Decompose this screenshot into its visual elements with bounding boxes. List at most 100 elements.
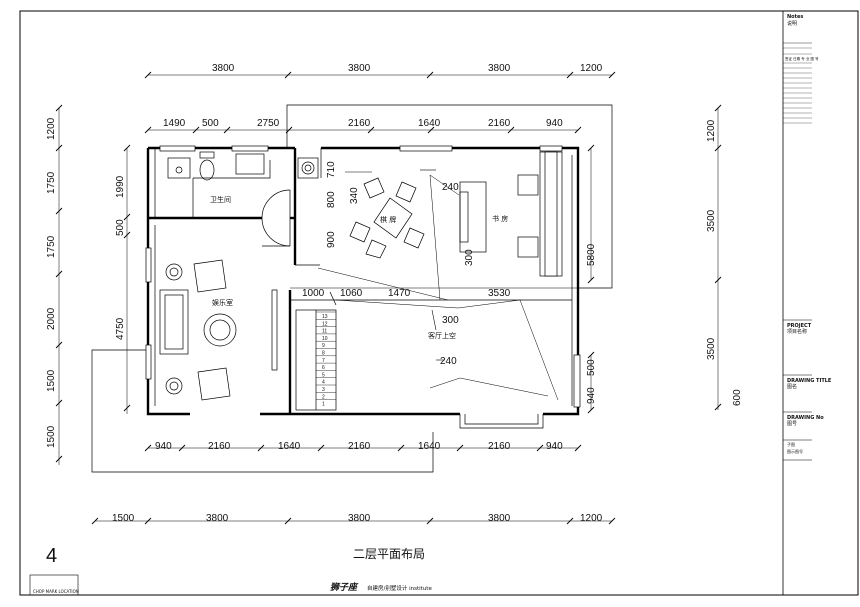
leaders (345, 169, 444, 361)
drawing-no-cn: 图号 (787, 421, 797, 427)
dim-bottom-outer-1: 1500 (112, 513, 135, 524)
dim-int-300-a: 300 (464, 249, 475, 266)
dim-left-outer-4: 2000 (46, 307, 57, 330)
dim-top-outer-4: 1200 (580, 63, 603, 74)
dim-top-inner-1: 1490 (163, 118, 186, 129)
stair-step-label: 7 (322, 358, 325, 364)
dim-left-outer-3: 1750 (46, 235, 57, 258)
dim-top-inner-2: 500 (202, 118, 219, 129)
doors (261, 189, 291, 247)
dim-bottom-outer-5: 1200 (580, 513, 603, 524)
dim-top-outer-1: 3800 (212, 63, 235, 74)
drawing-title-cn: 图名 (787, 383, 797, 390)
dim-right-outer-4: 600 (732, 389, 743, 406)
stair-step-label: 1 (322, 402, 325, 408)
dim-right-inner-3: 940 (586, 387, 597, 404)
brand-logo: 狮子座 (330, 582, 359, 593)
stair-step-label: 2 (322, 394, 325, 400)
dim-top-inner-3: 2750 (257, 118, 280, 129)
dim-right-inner-2: 500 (586, 359, 597, 376)
stair-step-label: 5 (322, 372, 325, 378)
dimension-lines (58, 74, 719, 522)
stair-step-label: 13 (322, 314, 328, 320)
sheet-border (19, 10, 859, 596)
lounge-furniture (159, 259, 237, 401)
room-label-bathroom: 卫生间 (210, 195, 231, 204)
dim-top-inner-5: 1640 (418, 118, 441, 129)
dim-right-outer-2: 3500 (706, 209, 717, 232)
dim-bottom-outer-4: 3800 (488, 513, 511, 524)
dim-mid-2: 1060 (340, 288, 363, 299)
room-label-tearoom: 棋 牌 (380, 215, 396, 224)
chop-mark-label: CHOP MARK LOCATION (33, 589, 79, 594)
dim-top-inner-7: 940 (546, 118, 563, 129)
dim-bottom-inner-2: 2160 (208, 441, 231, 452)
drawing-title-en: DRAWING TITLE (787, 378, 832, 384)
dim-right-outer-1: 1200 (706, 119, 717, 142)
room-label-void: 客厅上空 (428, 331, 456, 340)
bathroom-fixtures (167, 151, 319, 181)
dim-left-outer-2: 1750 (46, 171, 57, 194)
dim-left-inner-1: 1990 (115, 175, 126, 198)
project-en: PROJECT (787, 323, 812, 329)
dim-bottom-outer-2: 3800 (206, 513, 229, 524)
dim-top-inner-4: 2160 (348, 118, 371, 129)
windows (145, 145, 581, 408)
dim-mid-4: 3530 (488, 288, 511, 299)
stair-step-label: 4 (322, 380, 325, 386)
dim-bottom-inner-6: 2160 (488, 441, 511, 452)
dim-mid-1: 1000 (302, 288, 325, 299)
dim-bottom-inner-5: 1640 (418, 441, 441, 452)
dim-mid-3: 1470 (388, 288, 411, 299)
drawing-no-en: DRAWING No (787, 415, 824, 421)
brand-tagline: 自建房/别墅设计 institute (367, 584, 432, 592)
project-cn: 项目名称 (787, 328, 807, 335)
dim-left-outer-6: 1500 (46, 425, 57, 448)
notes-cn: 说明 (787, 20, 797, 27)
bottom-b: 图示图号 (787, 448, 803, 454)
dim-int-900: 900 (326, 231, 337, 248)
stair-step-label: 10 (322, 336, 328, 342)
stair-step-label: 6 (322, 365, 325, 371)
dim-left-inner-3: 4750 (115, 317, 126, 340)
dim-int-300-b: 300 (442, 315, 459, 326)
dim-int-710: 710 (326, 161, 337, 178)
dim-right-inner-1: 5800 (586, 243, 597, 266)
dim-int-340: 340 (349, 187, 360, 204)
sign-row: 签证 日期 专 业 图 号 (785, 56, 819, 61)
dim-int-240-b: 240 (440, 356, 457, 367)
notes-en: Notes (787, 14, 803, 20)
dim-bottom-outer-3: 3800 (348, 513, 371, 524)
chop-mark-box (29, 574, 79, 596)
dim-top-outer-3: 3800 (488, 63, 511, 74)
dim-left-inner-2: 500 (115, 219, 126, 236)
bottom-a: 子图 (787, 441, 795, 447)
dim-top-outer-2: 3800 (348, 63, 371, 74)
stair-step-label: 11 (322, 329, 327, 335)
void-lines (317, 174, 559, 401)
dim-bottom-inner-4: 2160 (348, 441, 371, 452)
sheet-number: 4 (46, 545, 57, 567)
stair-step-label: 3 (322, 387, 325, 393)
page-title: 二层平面布局 (353, 547, 425, 561)
room-label-study: 书 房 (492, 214, 508, 223)
dim-bottom-inner-1: 940 (155, 441, 172, 452)
dim-int-240-a: 240 (442, 182, 459, 193)
tea-room-furniture (349, 174, 539, 259)
dim-top-inner-6: 2160 (488, 118, 511, 129)
dimension-ticks (55, 71, 722, 525)
title-block (782, 11, 812, 595)
stair-step-label: 8 (322, 351, 325, 357)
stair-step-label: 12 (322, 321, 328, 327)
dim-left-outer-1: 1200 (46, 117, 57, 140)
dim-bottom-inner-3: 1640 (278, 441, 301, 452)
dim-int-800: 800 (326, 191, 337, 208)
stair-step-label: 9 (322, 343, 325, 349)
balcony-outlines (91, 104, 613, 473)
room-label-lounge: 娱乐室 (212, 298, 233, 307)
dim-right-outer-3: 3500 (706, 337, 717, 360)
dim-bottom-inner-7: 940 (546, 441, 563, 452)
